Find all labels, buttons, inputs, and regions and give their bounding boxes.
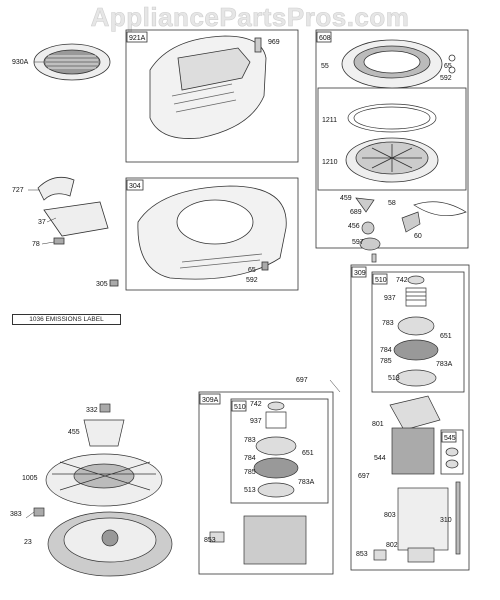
box-510-b — [230, 398, 329, 504]
callout-803: 803 — [384, 512, 396, 519]
callout-78: 78 — [32, 241, 40, 248]
callout-783-b: 783 — [244, 437, 256, 444]
flywheel-group — [33, 403, 173, 577]
tag-304 — [126, 179, 144, 191]
callout-455: 455 — [68, 429, 80, 436]
tag-545 — [441, 431, 457, 443]
blower-housing-304 — [109, 185, 287, 287]
tag-608 — [316, 31, 332, 43]
label-608: 608 — [319, 35, 331, 42]
callout-310: 310 — [440, 517, 452, 524]
callout-783A-b: 783A — [298, 479, 315, 486]
blower-housing-921A — [149, 35, 267, 139]
starter-small-parts — [355, 197, 467, 263]
box-545 — [440, 429, 464, 475]
box-510-a — [371, 271, 465, 393]
callout-513-b: 513 — [244, 487, 256, 494]
callout-783-a: 783 — [382, 320, 394, 327]
box-304 — [125, 177, 299, 291]
callout-853-b: 853 — [204, 537, 216, 544]
tag-309 — [351, 266, 367, 278]
callout-383: 383 — [10, 511, 22, 518]
callout-1210: 1210 — [322, 159, 338, 166]
callout-802: 802 — [386, 542, 398, 549]
callout-697-a: 697 — [296, 377, 308, 384]
callout-742-b: 742 — [250, 401, 262, 408]
rewind-starter-608 — [341, 39, 456, 89]
callout-23: 23 — [24, 539, 32, 546]
label-304: 304 — [129, 183, 141, 190]
shields-727-37 — [37, 176, 109, 245]
label-510-a: 510 — [375, 277, 387, 284]
callout-651-b: 651 — [302, 450, 314, 457]
callout-937-a: 937 — [384, 295, 396, 302]
callout-783A-a: 783A — [436, 361, 453, 368]
callout-513-a: 513 — [388, 375, 400, 382]
callout-597: 597 — [352, 239, 364, 246]
callout-784-a: 784 — [380, 347, 392, 354]
callout-58: 58 — [388, 200, 396, 207]
callout-689: 689 — [350, 209, 362, 216]
callout-784-b: 784 — [244, 455, 256, 462]
callout-937-b: 937 — [250, 418, 262, 425]
tag-921A — [126, 31, 148, 43]
callout-930A: 930A — [12, 59, 29, 66]
callout-785-b: 785 — [244, 469, 256, 476]
callout-697-b: 697 — [358, 473, 370, 480]
emissions-label: 1036 EMISSIONS LABEL — [12, 314, 121, 325]
box-921A — [125, 29, 299, 163]
tag-510-a — [372, 273, 388, 285]
callout-969: 969 — [268, 39, 280, 46]
callout-1005: 1005 — [22, 475, 38, 482]
callout-65-b: 65 — [248, 267, 256, 274]
box-309 — [350, 264, 470, 571]
callout-727: 727 — [12, 187, 24, 194]
tag-510-b — [231, 400, 247, 412]
spring-1211 — [347, 103, 437, 133]
callout-1211: 1211 — [322, 117, 337, 124]
starter-motor-309-parts — [373, 275, 461, 563]
label-309A: 309A — [202, 397, 219, 404]
callout-37: 37 — [38, 219, 46, 226]
callout-801: 801 — [372, 421, 384, 428]
callout-332: 332 — [86, 407, 98, 414]
tag-309A — [199, 393, 221, 405]
label-510-b: 510 — [234, 404, 246, 411]
callout-742-a: 742 — [396, 277, 408, 284]
callout-459: 459 — [340, 195, 352, 202]
label-545: 545 — [444, 435, 456, 442]
callout-785-a: 785 — [380, 358, 392, 365]
pulley-1210 — [345, 137, 439, 183]
callout-592-a: 592 — [440, 75, 452, 82]
grille-930A — [33, 43, 111, 81]
box-309A — [198, 391, 334, 575]
callout-55: 55 — [321, 63, 329, 70]
callout-592-b: 592 — [246, 277, 258, 284]
callout-651-a: 651 — [440, 333, 452, 340]
callout-456: 456 — [348, 223, 360, 230]
callout-305: 305 — [96, 281, 108, 288]
callout-544: 544 — [374, 455, 386, 462]
box-608 — [315, 29, 469, 249]
callout-65-a: 65 — [444, 63, 452, 70]
label-921A: 921A — [129, 35, 146, 42]
starter-motor-309A-parts — [209, 401, 307, 565]
label-309: 309 — [354, 270, 366, 277]
callout-60: 60 — [414, 233, 422, 240]
watermark-text: AppliancePartsPros.com — [90, 2, 410, 33]
callout-853-a: 853 — [356, 551, 368, 558]
